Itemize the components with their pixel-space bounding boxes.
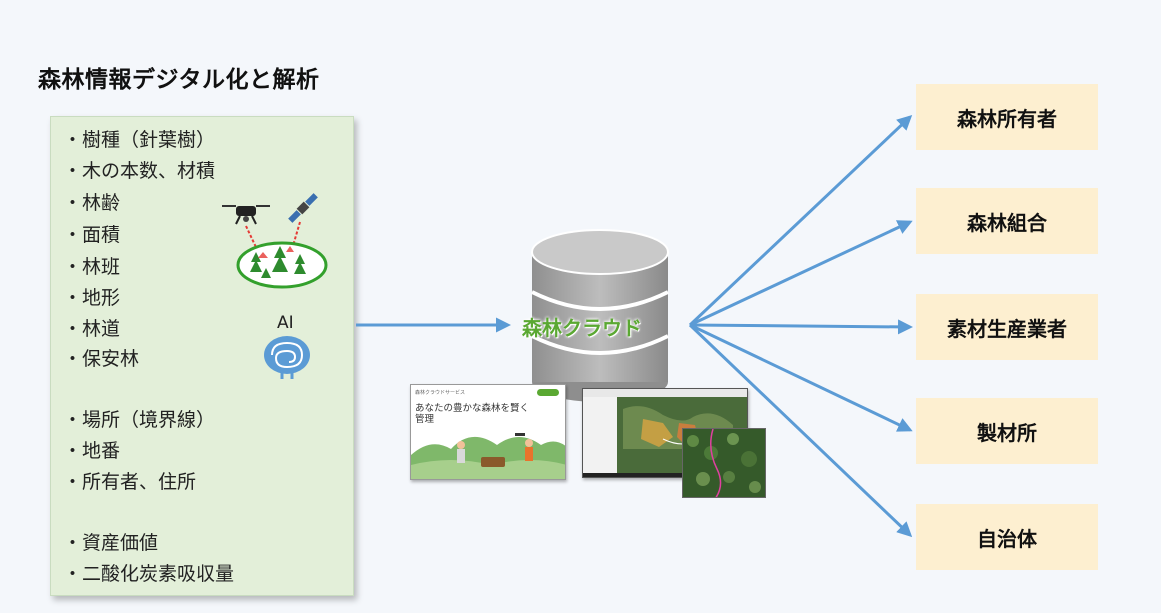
info-item-area: ・面積	[63, 224, 121, 246]
service-illustration	[411, 433, 565, 479]
info-item-age: ・林齢	[63, 192, 121, 214]
ai-label: AI	[277, 313, 294, 333]
output-arrow-cooperative	[689, 220, 913, 327]
output-arrow-municipality	[688, 323, 913, 538]
ai-brain-icon	[264, 336, 310, 379]
info-item-tree-count: ・木の本数、材積	[63, 160, 216, 182]
output-arrow-producer	[689, 319, 913, 335]
target-forest-cooperative: 森林組合	[916, 188, 1098, 254]
service-button	[537, 389, 559, 396]
target-sawmill: 製材所	[916, 398, 1098, 464]
service-small-label: 森林クラウドサービス	[415, 390, 466, 396]
info-item-protection-forest: ・保安林	[63, 348, 140, 370]
info-item-lot-number: ・地番	[63, 440, 121, 462]
service-screenshot: 森林クラウドサービス あなたの豊かな森林を賢く管理	[410, 384, 566, 480]
target-material-producer: 素材生産業者	[916, 294, 1098, 360]
diagram-title: 森林情報デジタル化と解析	[38, 67, 320, 93]
drone-icon	[222, 205, 270, 225]
aerial-image	[682, 428, 766, 498]
info-item-species: ・樹種（針葉樹）	[63, 129, 216, 151]
info-item-asset-value: ・資産価値	[63, 532, 159, 554]
output-arrow-sawmill	[689, 323, 913, 432]
info-item-terrain: ・地形	[63, 287, 121, 309]
forest-cloud-label: 森林クラウド	[522, 316, 642, 340]
info-item-owner: ・所有者、住所	[63, 471, 197, 493]
service-headline: あなたの豊かな森林を賢く管理	[415, 403, 530, 426]
info-item-boundary: ・場所（境界線）	[63, 409, 216, 431]
target-municipality: 自治体	[916, 504, 1098, 570]
info-item-co2-absorption: ・二酸化炭素吸収量	[63, 563, 235, 585]
info-item-compartment: ・林班	[63, 256, 121, 278]
forest-icon	[236, 221, 328, 289]
output-arrow-owner	[688, 114, 913, 327]
satellite-icon	[288, 193, 318, 223]
aerial-photo	[683, 429, 765, 497]
target-forest-owner: 森林所有者	[916, 84, 1098, 150]
info-item-forest-road: ・林道	[63, 318, 121, 340]
